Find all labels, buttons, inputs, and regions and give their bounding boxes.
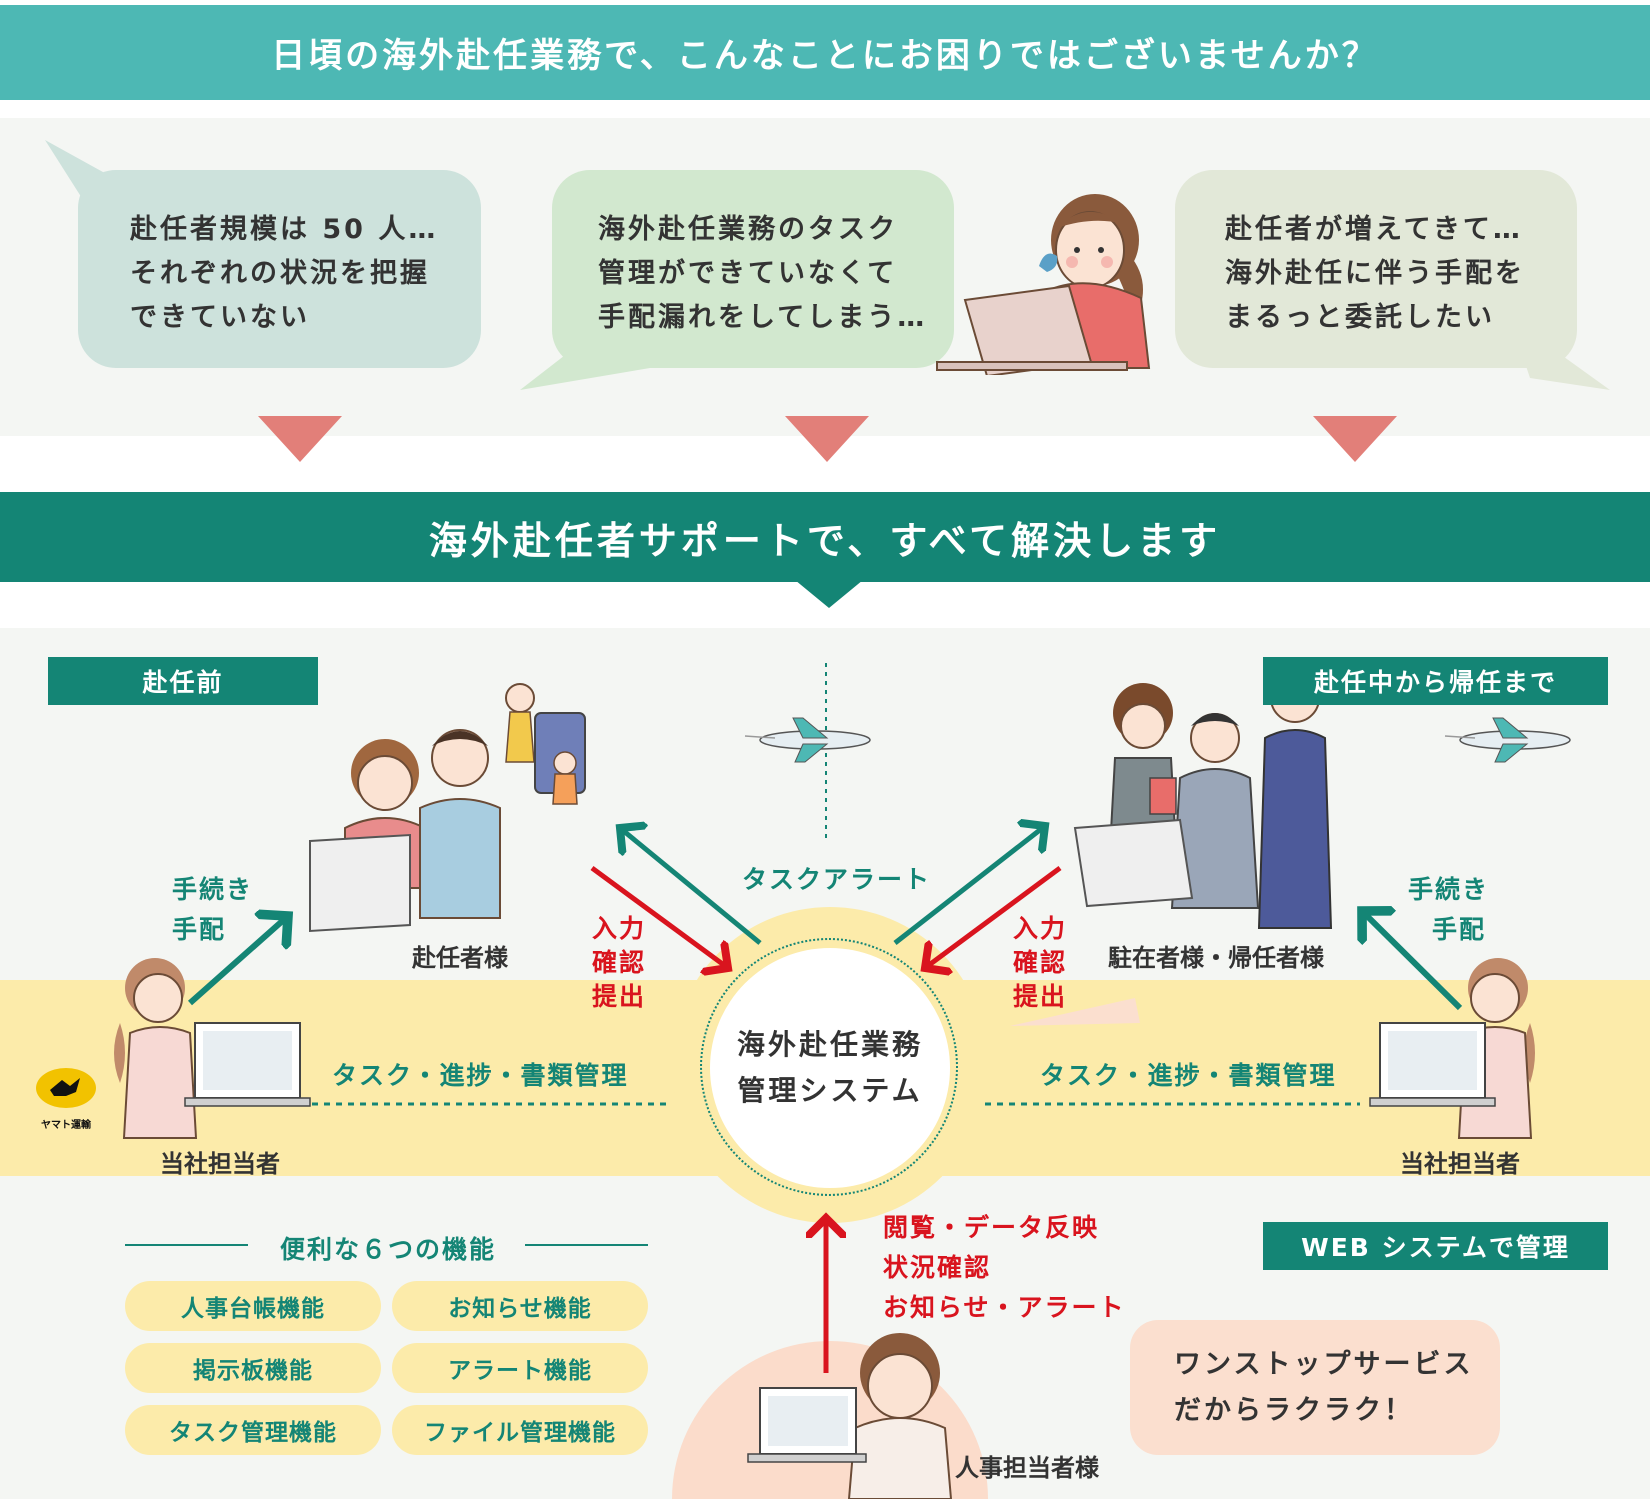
task-alert-label: タスクアラート: [742, 865, 932, 894]
feature-pill: アラート機能: [392, 1343, 648, 1393]
worried-woman-illustration: [936, 194, 1151, 375]
task-mgmt-left-label: タスク・進捗・書類管理: [332, 1061, 629, 1090]
phase-before-label: 赴任前: [48, 657, 318, 705]
task-mgmt-right-label: タスク・進捗・書類管理: [1040, 1061, 1337, 1090]
input-right-line: 提出: [1013, 982, 1068, 1011]
hr-person-illustration: [747, 1333, 953, 1499]
onestop-speech-bubble: ワンストップサービス だからラクラク！: [1130, 1320, 1500, 1455]
system-line: 海外赴任業務: [736, 1028, 923, 1061]
input-left-line: 提出: [592, 982, 647, 1011]
header-banner: 日頃の海外赴任業務で、こんなことにお困りではございませんか？: [0, 5, 1650, 100]
hr-action-line: お知らせ・アラート: [883, 1293, 1126, 1322]
airplane-icon: [1444, 717, 1571, 763]
phase-web-label: WEB システムで管理: [1263, 1222, 1608, 1270]
right-action-arrange: 手配: [1432, 915, 1487, 944]
left-action-procedure: 手続き: [172, 875, 254, 904]
residents-group-illustration: [1073, 667, 1333, 929]
staff-left-label: 当社担当者: [160, 1150, 280, 1178]
problem-line: 赴任者規模は 50 人…: [130, 214, 439, 245]
right-action-procedure: 手続き: [1408, 875, 1490, 904]
hr-action-labels: 閲覧・データ反映 状況確認 お知らせ・アラート: [883, 1208, 1126, 1328]
problem-line: 赴任者が増えてきて…: [1225, 214, 1523, 245]
features-title: 便利な６つの機能: [280, 1235, 497, 1264]
hr-action-line: 状況確認: [883, 1253, 992, 1282]
system-ring: [700, 938, 958, 1196]
family-illustration: [505, 683, 586, 805]
phase-web-text: WEB システムで管理: [1301, 1233, 1570, 1262]
arrow-input-right: [925, 865, 1062, 968]
input-right-line: 確認: [1013, 948, 1068, 977]
problem-bubble-1: 赴任者規模は 50 人… それぞれの状況を把握 できていない: [78, 170, 481, 368]
down-arrow-3: [1313, 416, 1397, 462]
arrow-input-left: [590, 865, 728, 968]
resident-label: 駐在者様・帰任者様: [1108, 944, 1324, 972]
speech-line: だからラクラク！: [1174, 1395, 1414, 1426]
solution-banner-pointer: [795, 580, 863, 608]
problem-line: 海外赴任業務のタスク: [598, 214, 898, 245]
problem-line: 手配漏れをしてしまう…: [598, 302, 928, 333]
speech-line: ワンストップサービス: [1174, 1349, 1474, 1380]
feature-pill: 掲示板機能: [125, 1343, 381, 1393]
hr-person-label: 人事担当者様: [955, 1454, 1099, 1482]
system-line: 管理システム: [737, 1074, 923, 1107]
solution-title: 海外赴任者サポートで、すべて解決します: [428, 518, 1222, 563]
staff-left-illustration: [114, 958, 311, 1139]
staff-right-illustration: [1369, 958, 1535, 1139]
input-left-line: 確認: [592, 948, 647, 977]
input-right-labels: 入力 確認 提出: [1013, 912, 1067, 1014]
problem-bubble-2: 海外赴任業務のタスク 管理ができていなくて 手配漏れをしてしまう…: [552, 170, 954, 368]
left-action-arrange: 手配: [172, 915, 227, 944]
arrow-staff-to-resident: [1362, 911, 1463, 1011]
feature-pill: タスク管理機能: [125, 1405, 381, 1455]
feature-pill: お知らせ機能: [392, 1281, 648, 1331]
assignee-couple-illustration: [309, 729, 501, 933]
airplane-icon: [744, 717, 871, 763]
speech-tail: [1010, 998, 1140, 1026]
solution-banner: 海外赴任者サポートで、すべて解決します: [0, 492, 1650, 582]
problem-line: それぞれの状況を把握: [130, 258, 430, 289]
down-arrow-2: [785, 416, 869, 462]
yamato-logo-icon: [36, 1068, 96, 1108]
problem-line: まるっと委託したい: [1225, 302, 1495, 333]
input-right-line: 入力: [1013, 914, 1068, 943]
arrow-alert-left: [620, 828, 762, 945]
problem-bubble-3: 赴任者が増えてきて… 海外赴任に伴う手配を まるっと委託したい: [1175, 170, 1577, 368]
problem-line: 管理ができていなくて: [598, 258, 898, 289]
yamato-logo-text: ヤマト運輸: [41, 1118, 92, 1131]
staff-right-label: 当社担当者: [1400, 1150, 1520, 1178]
input-left-labels: 入力 確認 提出: [592, 912, 646, 1014]
system-title: 海外赴任業務 管理システム: [737, 1022, 923, 1114]
problem-line: できていない: [130, 302, 310, 333]
arrow-staff-to-assignee: [188, 916, 288, 1006]
header-title: 日頃の海外赴任業務で、こんなことにお困りではございませんか？: [271, 36, 1379, 76]
phase-before-text: 赴任前: [142, 668, 224, 697]
down-arrow-1: [258, 416, 342, 462]
feature-pill: 人事台帳機能: [125, 1281, 381, 1331]
input-left-line: 入力: [592, 914, 647, 943]
phase-during-text: 赴任中から帰任まで: [1313, 668, 1557, 697]
assignee-label: 赴任者様: [412, 944, 508, 972]
feature-pill: ファイル管理機能: [392, 1405, 648, 1455]
phase-during-label: 赴任中から帰任まで: [1263, 657, 1608, 705]
hr-action-line: 閲覧・データ反映: [883, 1213, 1100, 1242]
problem-line: 海外赴任に伴う手配を: [1225, 258, 1525, 289]
arrow-alert-right: [893, 826, 1045, 945]
system-circle: 海外赴任業務 管理システム: [710, 948, 950, 1188]
